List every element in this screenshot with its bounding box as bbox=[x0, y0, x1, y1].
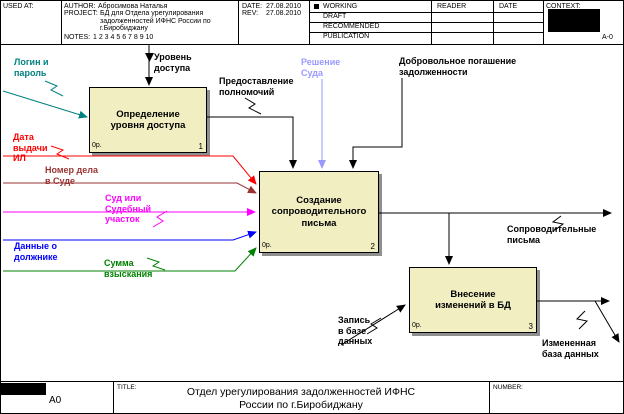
status-publication: PUBLICATION bbox=[323, 33, 370, 40]
activity-number: 3 bbox=[528, 321, 533, 331]
activity-box-3[interactable]: Внесение изменений в БД 0р. 3 bbox=[409, 267, 537, 333]
status-working: WORKING bbox=[323, 3, 358, 10]
project-label: PROJECT: bbox=[64, 10, 98, 17]
working-checkbox[interactable] bbox=[314, 4, 319, 9]
activity-title: Создание сопроводительного письма bbox=[271, 194, 367, 229]
reader-date-label: DATE bbox=[499, 3, 518, 10]
activity-box-1[interactable]: Определение уровня доступа 0р. 1 bbox=[89, 87, 207, 153]
node-label-redaction bbox=[1, 383, 46, 395]
rev-label: REV: bbox=[242, 10, 259, 17]
status-row-line bbox=[309, 32, 543, 33]
header-divider bbox=[543, 1, 544, 45]
status-row-line bbox=[309, 12, 543, 13]
debtor-data-arrow[interactable] bbox=[3, 230, 257, 241]
label-voluntary-repayment[interactable]: Добровольное погашение задолженности bbox=[399, 56, 517, 77]
header-divider bbox=[309, 1, 310, 45]
project-value: БД для Отдела урегулирования задолженнос… bbox=[100, 10, 211, 32]
court-or-district-squiggle bbox=[152, 210, 168, 228]
header-divider bbox=[238, 1, 239, 45]
notes-label: NOTES: bbox=[64, 34, 91, 41]
activity-title: Определение уровня доступа bbox=[110, 108, 186, 132]
label-recovery-amount[interactable]: Сумма взыскания bbox=[104, 258, 153, 279]
kit-header: USED AT: AUTHOR: Абросимова Наталья PROJ… bbox=[1, 1, 623, 45]
label-writ-issue-date[interactable]: Дата выдачи ИЛ bbox=[13, 132, 48, 163]
status-recommended: RECOMMENDED bbox=[323, 23, 380, 30]
title-value: Отдел урегулирования задолженностей ИФНС… bbox=[186, 386, 416, 411]
activity-cost: 0р. bbox=[92, 141, 102, 149]
activity-cost: 0р. bbox=[412, 321, 422, 329]
kit-footer: А0 TITLE: Отдел урегулирования задолженн… bbox=[1, 381, 623, 413]
label-court-decision[interactable]: Решение Суда bbox=[301, 57, 341, 78]
date-label: DATE: bbox=[242, 3, 263, 10]
label-changed-database[interactable]: Измененная база данных bbox=[542, 338, 599, 359]
header-divider bbox=[493, 1, 494, 45]
label-court-or-district[interactable]: Суд или Судебный участок bbox=[105, 193, 152, 224]
context-label: CONTEXT: bbox=[546, 3, 581, 10]
title-label: TITLE: bbox=[117, 384, 137, 391]
access-level-border-arrowhead bbox=[145, 53, 154, 62]
node-value: А0 bbox=[49, 395, 62, 406]
login-password-squiggle bbox=[44, 80, 64, 97]
status-draft: DRAFT bbox=[323, 13, 347, 20]
author-value: Абросимова Наталья bbox=[98, 3, 168, 10]
label-access-level[interactable]: Уровень доступа bbox=[154, 52, 192, 73]
header-divider bbox=[431, 1, 432, 45]
rev-value: 27.08.2010 bbox=[266, 10, 302, 17]
label-db-record[interactable]: Запись в базе данных bbox=[338, 315, 373, 346]
context-node-ref[interactable]: A-0 bbox=[602, 34, 613, 41]
changed-database-branch-arrow[interactable] bbox=[594, 300, 620, 343]
number-label: NUMBER: bbox=[493, 384, 523, 391]
granting-authority-arrow[interactable] bbox=[206, 116, 297, 169]
date-value: 27.08.2010 bbox=[266, 3, 302, 10]
status-row-line bbox=[309, 22, 543, 23]
notes-value: 1 2 3 4 5 6 7 8 9 10 bbox=[93, 34, 154, 41]
activity-number: 1 bbox=[198, 141, 203, 151]
changed-database-squiggle bbox=[575, 310, 589, 330]
header-divider bbox=[61, 1, 62, 45]
court-case-number-arrow[interactable] bbox=[3, 182, 257, 194]
writ-issue-date-squiggle bbox=[50, 145, 70, 160]
label-granting-authority[interactable]: Предоставление полномочий bbox=[219, 76, 294, 97]
context-thumbnail-redaction bbox=[548, 9, 600, 32]
voluntary-repayment-arrow[interactable] bbox=[349, 78, 403, 169]
label-cover-letters[interactable]: Сопроводительные письма bbox=[507, 224, 597, 245]
label-court-case-number[interactable]: Номер дела в Суде bbox=[45, 165, 98, 186]
activity-box-2[interactable]: Создание сопроводительного письма 0р. 2 bbox=[259, 171, 379, 253]
used-at-label: USED AT: bbox=[3, 3, 34, 10]
login-password-arrow[interactable] bbox=[2, 90, 88, 119]
label-login-password[interactable]: Логин и пароль bbox=[14, 57, 49, 78]
reader-label: READER bbox=[437, 3, 467, 10]
activity-cost: 0р. bbox=[262, 241, 272, 249]
author-label: AUTHOR: bbox=[64, 3, 96, 10]
granting-authority-squiggle bbox=[244, 97, 262, 115]
footer-divider bbox=[489, 382, 490, 413]
footer-divider bbox=[113, 382, 114, 413]
activity-title: Внесение изменений в БД bbox=[435, 288, 511, 312]
label-debtor-data[interactable]: Данные о должнике bbox=[14, 241, 58, 262]
activity-number: 2 bbox=[370, 241, 375, 251]
